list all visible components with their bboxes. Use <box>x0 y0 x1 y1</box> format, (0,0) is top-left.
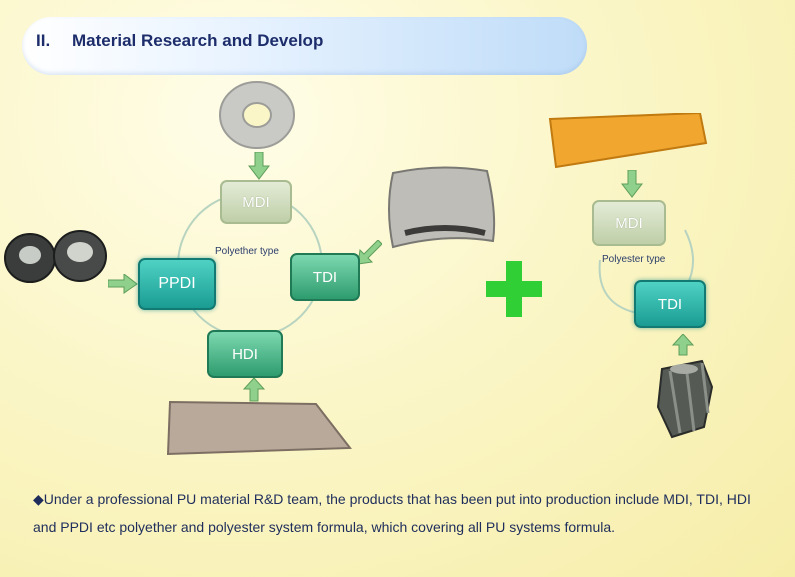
seat-cushion-image <box>388 166 496 249</box>
mdi-label-right: MDI <box>615 214 643 232</box>
ppdi-box: PPDI <box>138 258 216 310</box>
section-number: II. <box>36 31 51 50</box>
tdi-label: TDI <box>312 268 338 286</box>
pu-sheet-image <box>166 400 352 456</box>
tdi-box: TDI <box>290 253 360 301</box>
arrow-down-right-icon <box>621 170 643 198</box>
mdi-box: MDI <box>220 180 292 224</box>
polyether-type-label: Polyether type <box>215 246 279 257</box>
arrow-up-icon <box>243 378 265 402</box>
page-title: II. Material Research and Develop <box>36 31 323 51</box>
title-banner: II. Material Research and Develop <box>22 17 587 75</box>
arrow-right-icon <box>108 274 138 294</box>
plus-icon <box>486 261 542 317</box>
hdi-label: HDI <box>232 345 258 363</box>
bearing-wheels-image <box>4 230 107 283</box>
orange-board-image <box>548 113 708 169</box>
polyester-type-label: Polyester type <box>602 254 666 265</box>
tire-image <box>219 81 295 149</box>
arrow-up-right-icon <box>672 334 694 356</box>
section-title: Material Research and Develop <box>72 31 324 50</box>
hdi-box: HDI <box>207 330 283 378</box>
arrow-down-icon <box>248 152 270 180</box>
arrow-diagonal-icon <box>357 240 382 265</box>
ppdi-label: PPDI <box>158 275 196 292</box>
mdi-box-right: MDI <box>592 200 666 246</box>
tdi-label-right: TDI <box>657 295 683 313</box>
gear-rotor-image <box>656 359 714 439</box>
mdi-label: MDI <box>242 193 270 211</box>
description-text: ◆Under a professional PU material R&D te… <box>33 491 751 535</box>
tdi-box-right: TDI <box>634 280 706 328</box>
